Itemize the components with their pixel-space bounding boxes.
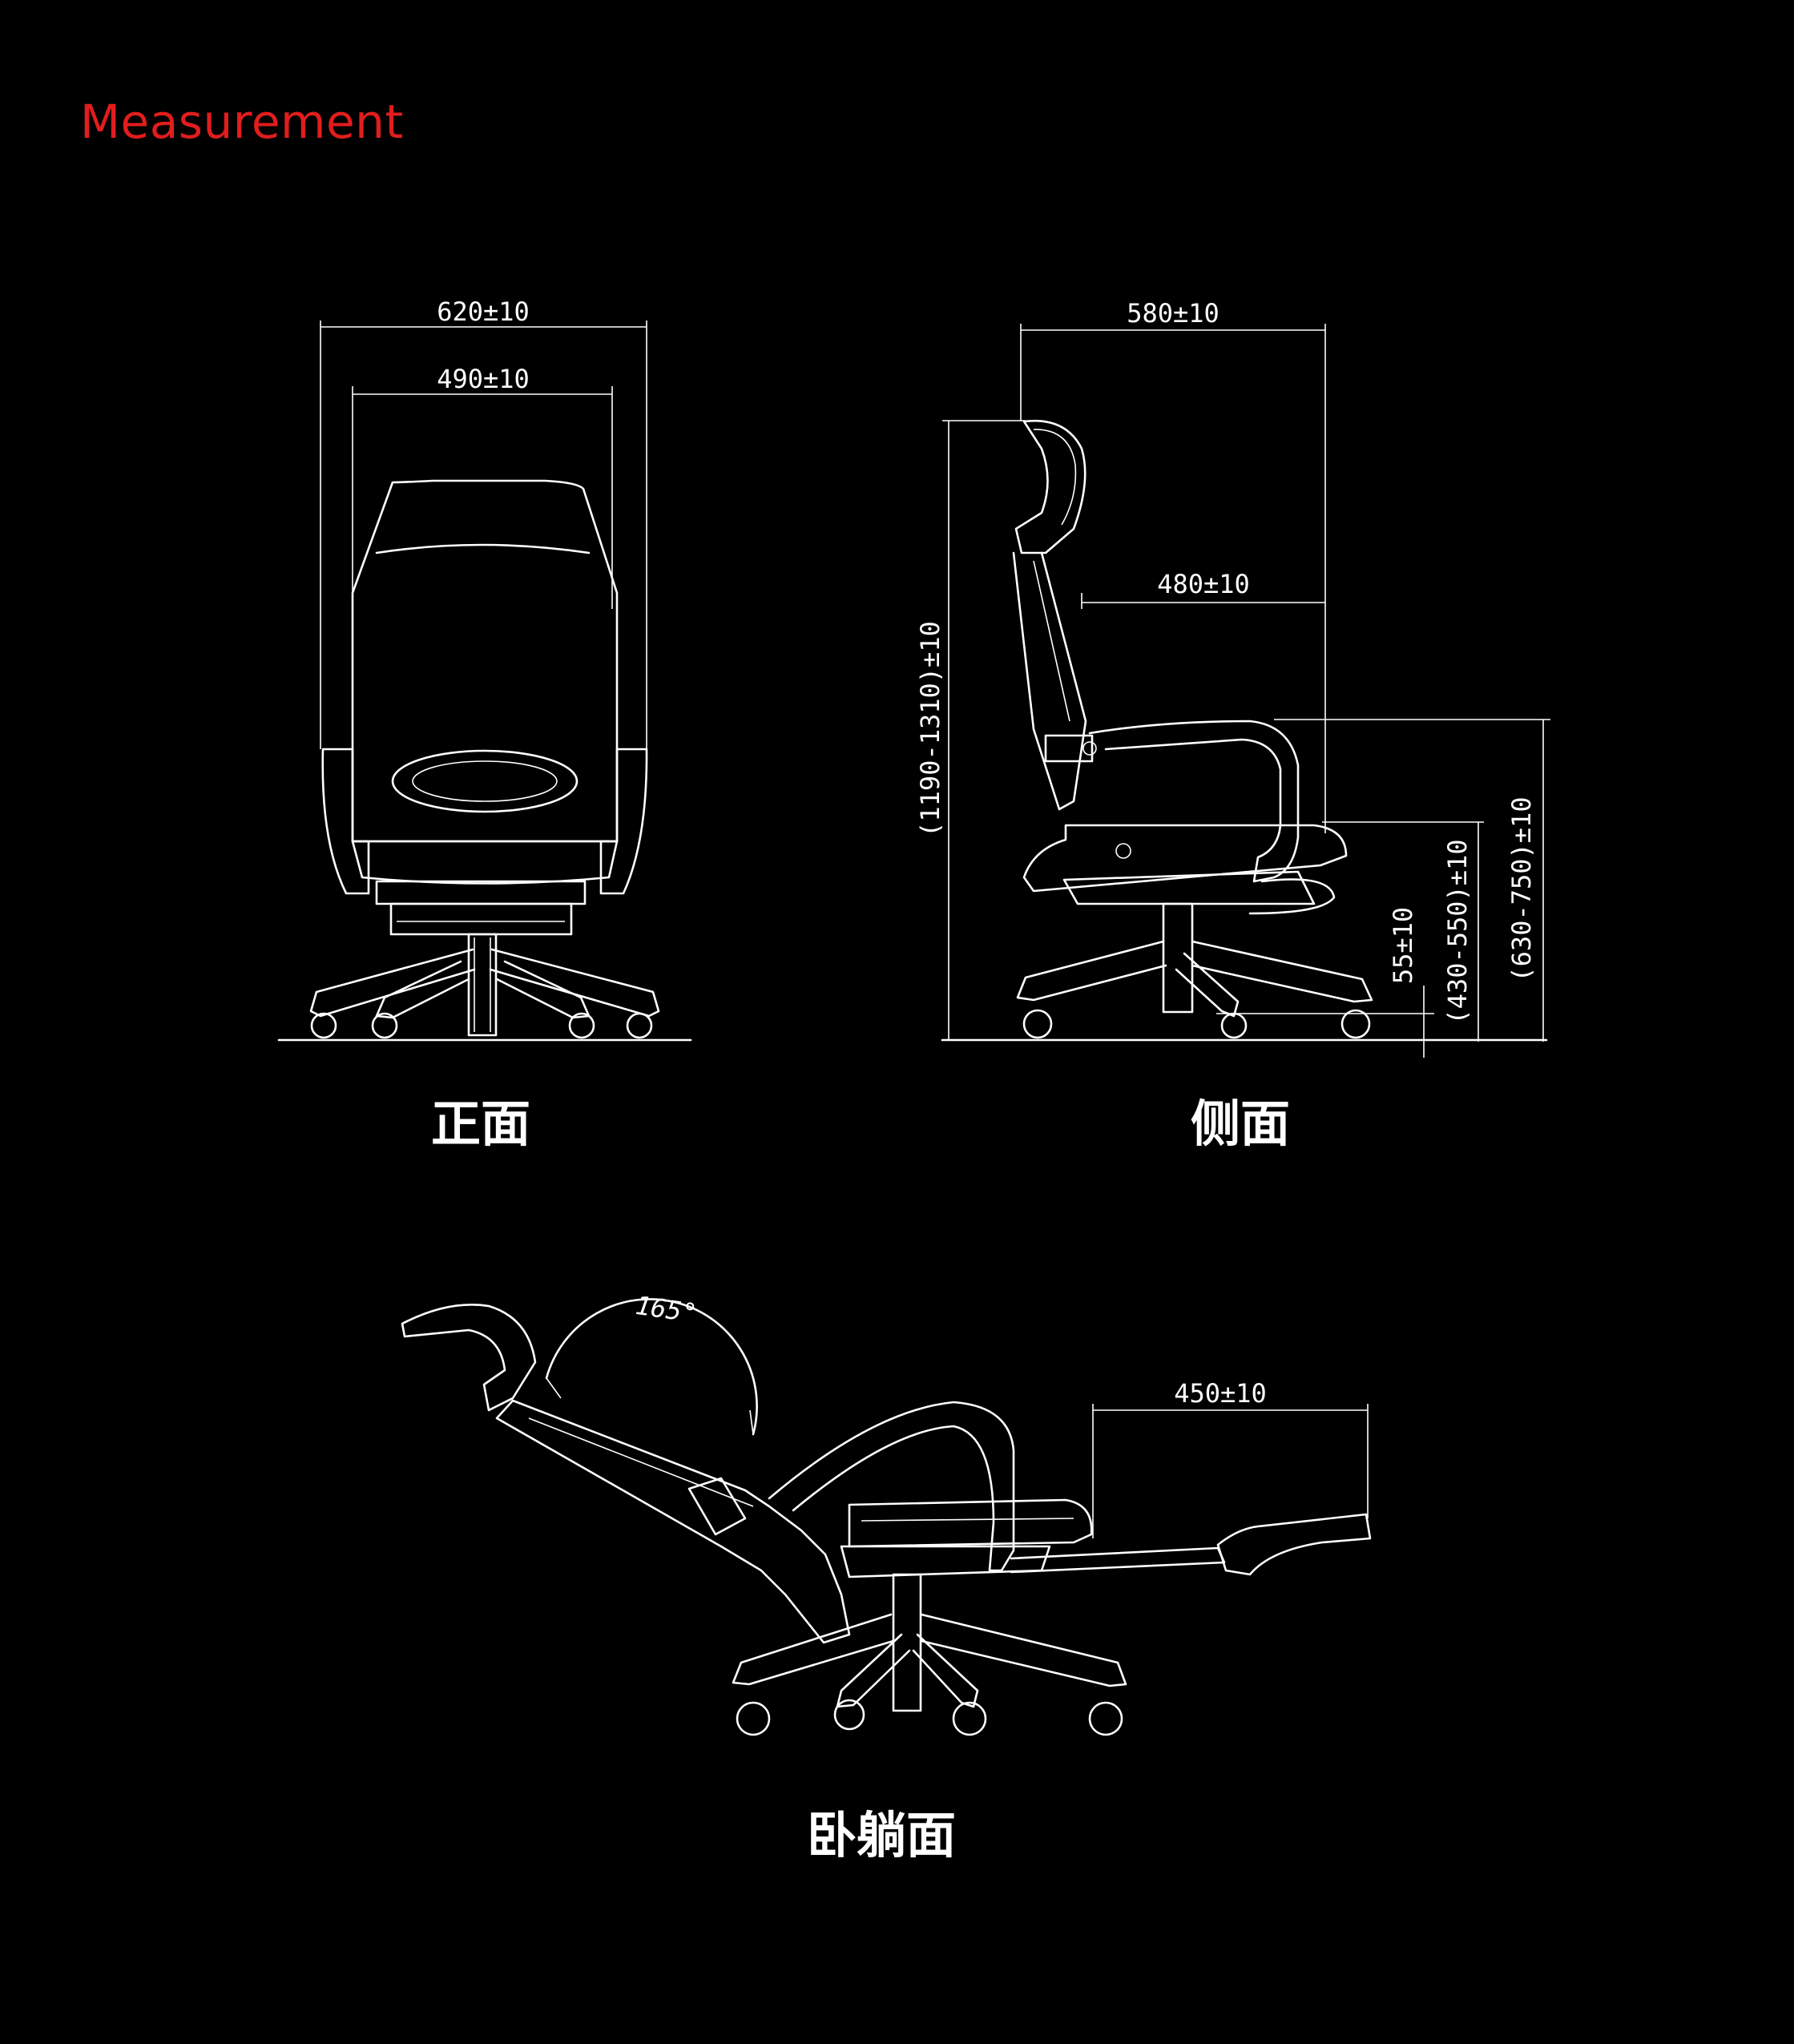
recline-footrest [1216,1513,1372,1576]
side-headrest [1014,419,1086,554]
side-footrest-height-label: 55±10 [1388,907,1418,984]
recline-base-leg [912,1633,979,1708]
recline-caster [736,1701,771,1736]
side-armrest-height-label: (630-750)±10 [1506,796,1537,982]
side-caster [1220,1012,1248,1039]
side-view: 580±10 480±10 (1190-1310)±10 (630-750)±1… [915,298,1550,1058]
side-height-total-label: (1190-1310)±10 [915,621,945,837]
front-base-leg [309,948,476,1018]
front-seat [351,840,619,885]
recline-caster [1088,1701,1123,1736]
recline-footrest-extension-dim: 450±10 [1092,1378,1369,1538]
front-width-overall-dim: 620±10 [320,296,647,749]
recline-base-leg [732,1613,895,1686]
front-width-back-dim: 490±10 [352,364,613,609]
side-backrest-frame [1012,551,1087,811]
front-lumbar-support [391,749,579,813]
side-armrest-height-dim: (630-750)±10 [1274,719,1550,1042]
front-mechanism [389,902,573,936]
side-seat-height-label: (430-550)±10 [1442,839,1473,1024]
front-view-caption: 正面 [430,1095,531,1153]
recline-knob [687,1477,747,1536]
front-caster [626,1012,653,1039]
side-view-caption: 侧面 [1190,1095,1291,1153]
side-seat [1022,824,1348,893]
side-base-leg [1175,952,1240,1018]
front-base-leg [375,960,470,1019]
front-caster [371,1012,398,1039]
front-backrest-mesh [351,479,619,843]
recline-seat [848,1498,1093,1548]
side-armrest [1088,720,1300,883]
recline-base-leg [836,1633,911,1708]
recline-gas-lift [892,1573,922,1712]
side-recline-knob [1044,734,1094,763]
side-footrest-height-dim: 55±10 [1216,907,1434,1058]
front-base-leg [489,948,660,1018]
side-seat-height-dim: (430-550)±10 [1322,821,1484,1042]
front-caster [568,1012,595,1039]
recline-armrest [768,1401,1015,1572]
side-base-leg [1191,940,1373,1003]
recline-backrest [495,1399,851,1644]
side-base-leg [1016,940,1167,1002]
front-width-overall-label: 620±10 [437,296,530,327]
side-caster [1340,1009,1371,1039]
front-caster [310,1012,337,1039]
recline-view: 165° 450±10 [401,1290,1372,1736]
side-footrest-folded [1248,878,1336,915]
front-base-leg [495,960,591,1019]
front-view: 620±10 490±10 [277,296,692,1042]
recline-view-caption: 卧躺面 [806,1806,957,1865]
side-caster [1022,1009,1053,1039]
side-depth-overall-dim: 580±10 [1020,298,1326,833]
recline-caster [833,1699,865,1731]
side-mechanism [1062,870,1316,905]
front-width-back-label: 490±10 [437,364,530,394]
recline-base-leg [920,1613,1127,1687]
recline-caster [952,1701,987,1736]
side-gas-lift [1162,902,1194,1014]
side-depth-overall-label: 580±10 [1127,298,1220,329]
front-backrest-curve [375,543,591,554]
side-seat-depth-dim: 480±10 [1081,569,1325,609]
recline-angle-label: 165° [634,1290,699,1328]
recline-footrest-extension-label: 450±10 [1174,1378,1267,1409]
recline-headrest [401,1304,537,1412]
front-gas-lift [467,933,498,1037]
side-height-total-dim: (1190-1310)±10 [915,420,1026,1040]
page-title: Measurement [80,95,404,149]
recline-angle-arc [545,1298,758,1436]
side-seat-depth-label: 480±10 [1157,569,1250,599]
